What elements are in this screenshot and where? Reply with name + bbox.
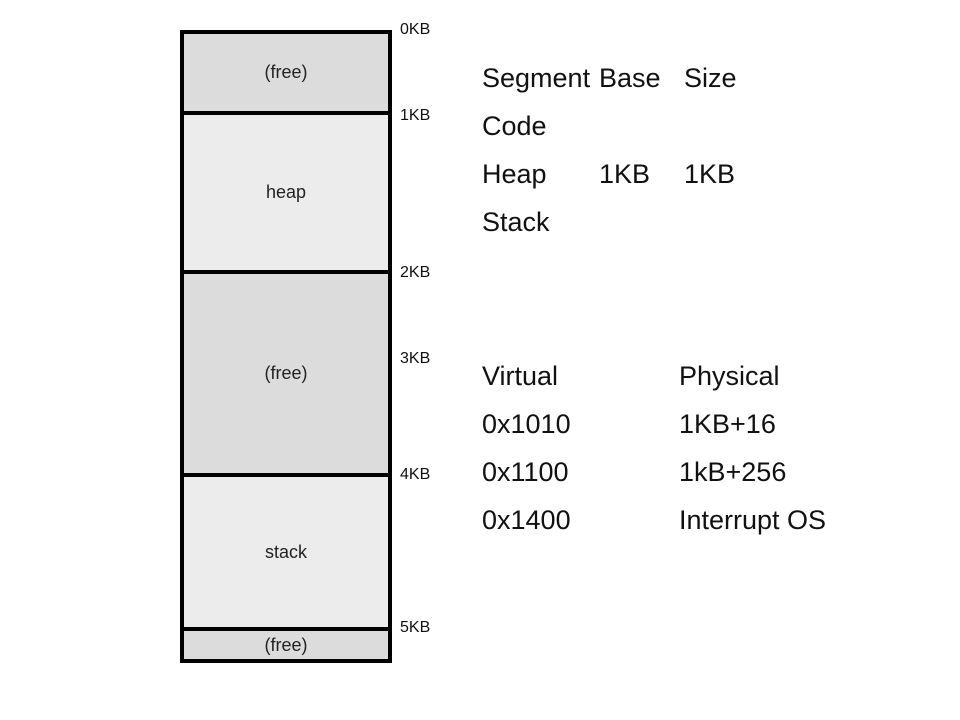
segment-size: 1KB <box>684 159 736 189</box>
translation-table: Virtual Physical 0x1010 1KB+16 0x1100 1k… <box>482 352 882 544</box>
virtual-address: 0x1100 <box>482 457 569 487</box>
header-segment: Segment <box>482 63 591 93</box>
table-row: Code <box>482 102 782 150</box>
translation-table-header: Virtual Physical <box>482 352 882 400</box>
address-label: 0KB <box>400 21 431 38</box>
segment-free-middle: (free) <box>184 270 388 473</box>
segment-name: Heap <box>482 159 547 189</box>
virtual-address: 0x1010 <box>482 409 571 439</box>
segment-label: (free) <box>264 363 308 383</box>
segment-name: Stack <box>482 207 550 237</box>
table-row: Stack <box>482 198 782 246</box>
segment-base: 1KB <box>599 159 651 189</box>
table-row: 0x1010 1KB+16 <box>482 400 882 448</box>
segment-label: (free) <box>264 62 308 82</box>
segment-free-bottom: (free) <box>184 627 388 659</box>
segment-stack: stack <box>184 473 388 627</box>
segment-label: stack <box>264 541 307 562</box>
address-label: 3KB <box>400 350 431 367</box>
segment-heap: heap <box>184 111 388 270</box>
segment-table-header: Segment Base Size <box>482 54 782 102</box>
address-label: 5KB <box>400 619 431 636</box>
table-row: 0x1100 1kB+256 <box>482 448 882 496</box>
address-label: 4KB <box>400 466 431 483</box>
address-label: 1KB <box>400 107 431 124</box>
segment-name: Code <box>482 111 547 141</box>
physical-address: Interrupt OS <box>679 505 827 535</box>
physical-address: 1kB+256 <box>679 457 787 487</box>
segment-table: Segment Base Size Code Heap 1KB 1KB Stac… <box>482 54 782 246</box>
segment-free-top: (free) <box>184 34 388 111</box>
header-physical: Physical <box>679 361 780 391</box>
header-virtual: Virtual <box>482 361 559 391</box>
header-size: Size <box>684 63 737 93</box>
segment-label: (free) <box>264 634 308 655</box>
address-label: 2KB <box>400 264 431 281</box>
header-base: Base <box>599 63 661 93</box>
table-row: 0x1400 Interrupt OS <box>482 496 882 544</box>
physical-address: 1KB+16 <box>679 409 776 439</box>
segment-label: heap <box>265 182 307 202</box>
table-row: Heap 1KB 1KB <box>482 150 782 198</box>
memory-layout: (free) heap (free) stack (free) <box>180 30 392 663</box>
virtual-address: 0x1400 <box>482 505 571 535</box>
